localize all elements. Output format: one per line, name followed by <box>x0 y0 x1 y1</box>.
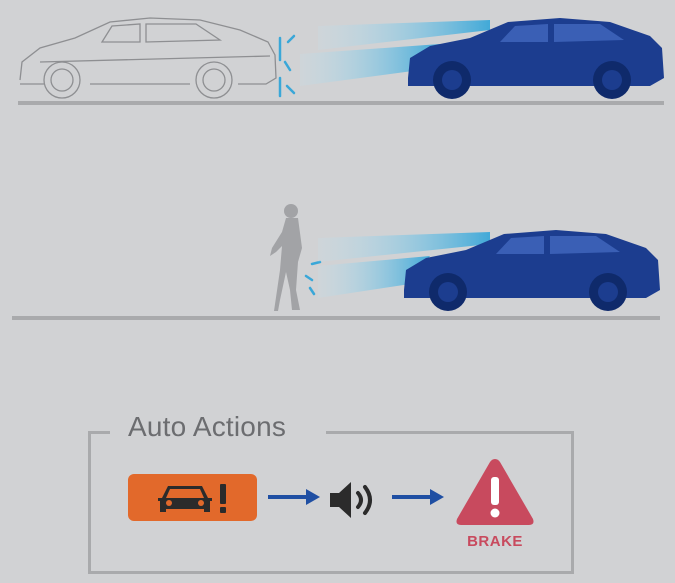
pedestrian-detect-lines <box>304 260 322 296</box>
pedestrian-figure <box>270 204 302 311</box>
car-exclamation-icon <box>158 484 226 513</box>
host-car-bottom <box>404 230 660 311</box>
panel-title: Auto Actions <box>128 411 287 442</box>
road-line-bottom <box>12 316 660 320</box>
road-line-top <box>18 101 664 105</box>
brake-label: BRAKE <box>467 533 523 550</box>
right-arrow-icon <box>392 489 444 505</box>
speaker-icon <box>330 482 372 518</box>
panel-border-segment <box>326 431 574 434</box>
host-car-top <box>408 18 664 99</box>
impact-lines <box>278 34 296 98</box>
collision-warning-indicator <box>128 474 257 521</box>
lead-car-outline <box>19 17 277 99</box>
warning-triangle-icon <box>456 459 534 525</box>
auto-actions-panel <box>88 432 574 574</box>
sensor-beam-bottom <box>318 232 490 298</box>
panel-border-segment <box>88 431 110 434</box>
sensor-beam-top <box>300 20 490 86</box>
right-arrow-icon <box>268 489 320 505</box>
